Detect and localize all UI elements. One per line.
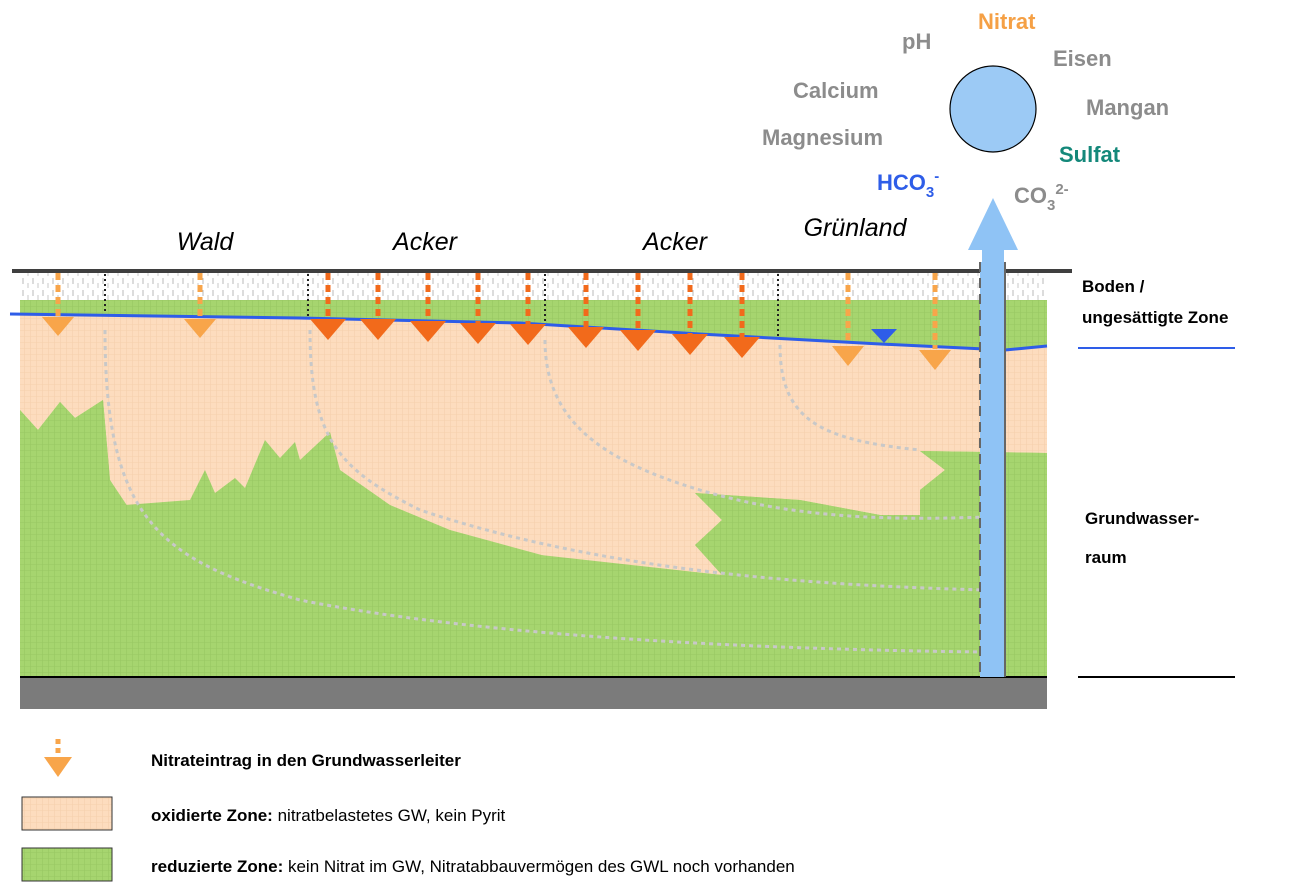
ion-co3: CO32- (1014, 181, 1069, 214)
land-use-gruenland: Grünland (804, 214, 908, 242)
reduced-teeth (20, 400, 1047, 677)
ion-mangan: Mangan (1086, 95, 1169, 120)
legend-nitrate-icon (44, 739, 72, 777)
ion-magnesium: Magnesium (762, 125, 883, 150)
label-ungesaettigte-zone: ungesättigte Zone (1082, 308, 1228, 327)
land-use-acker-2: Acker (641, 228, 709, 256)
bedrock (20, 677, 1047, 709)
ion-nitrat: Nitrat (978, 9, 1036, 34)
ion-hco3: HCO3- (877, 168, 939, 201)
water-sample-circle (949, 65, 1037, 153)
label-boden: Boden / (1082, 277, 1145, 296)
nitrate-arrowheads (42, 317, 951, 370)
label-raum: raum (1085, 548, 1127, 567)
well-arrow (968, 198, 1018, 263)
ion-calcium: Calcium (793, 78, 879, 103)
nitrate-arrows (55, 273, 938, 349)
ion-eisen: Eisen (1053, 46, 1112, 71)
water-level-marker (871, 329, 897, 343)
land-use-wald: Wald (177, 228, 235, 256)
legend-nitrate-text: Nitrateintrag in den Grundwasserleiter (151, 751, 461, 770)
land-use-acker-1: Acker (391, 228, 459, 256)
legend-oxidized-swatch (21, 796, 113, 831)
label-grundwasser: Grundwasser- (1085, 509, 1199, 528)
ion-ph: pH (902, 29, 931, 54)
well (968, 198, 1018, 677)
legend-oxidized-text: oxidierte Zone: nitratbelastetes GW, kei… (151, 806, 506, 825)
legend-reduced-swatch (21, 847, 113, 882)
flow-lines (103, 329, 986, 654)
legend-reduced-text: reduzierte Zone: kein Nitrat im GW, Nitr… (151, 857, 795, 876)
ion-sulfat: Sulfat (1059, 142, 1121, 167)
